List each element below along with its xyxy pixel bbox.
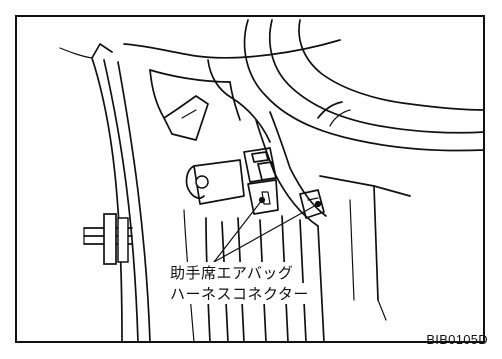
- frame-border: [15, 15, 485, 343]
- door-hinge: [83, 213, 133, 265]
- callout-label-line2: ハーネスコネクター: [168, 283, 311, 304]
- connector-housing: [185, 159, 245, 205]
- harness-branch: [255, 111, 327, 227]
- dashboard-underside: [123, 39, 341, 141]
- mounting-bracket: [319, 175, 411, 321]
- figure-code: BIB0105D: [426, 332, 488, 347]
- harness-clip: [299, 189, 325, 219]
- door-pillar: [59, 43, 151, 343]
- wiring-harness: [207, 19, 485, 152]
- connector-plug: [243, 147, 279, 215]
- callout-label-line1: 助手席エアバッグ: [168, 262, 296, 283]
- leader-lines: [213, 196, 322, 263]
